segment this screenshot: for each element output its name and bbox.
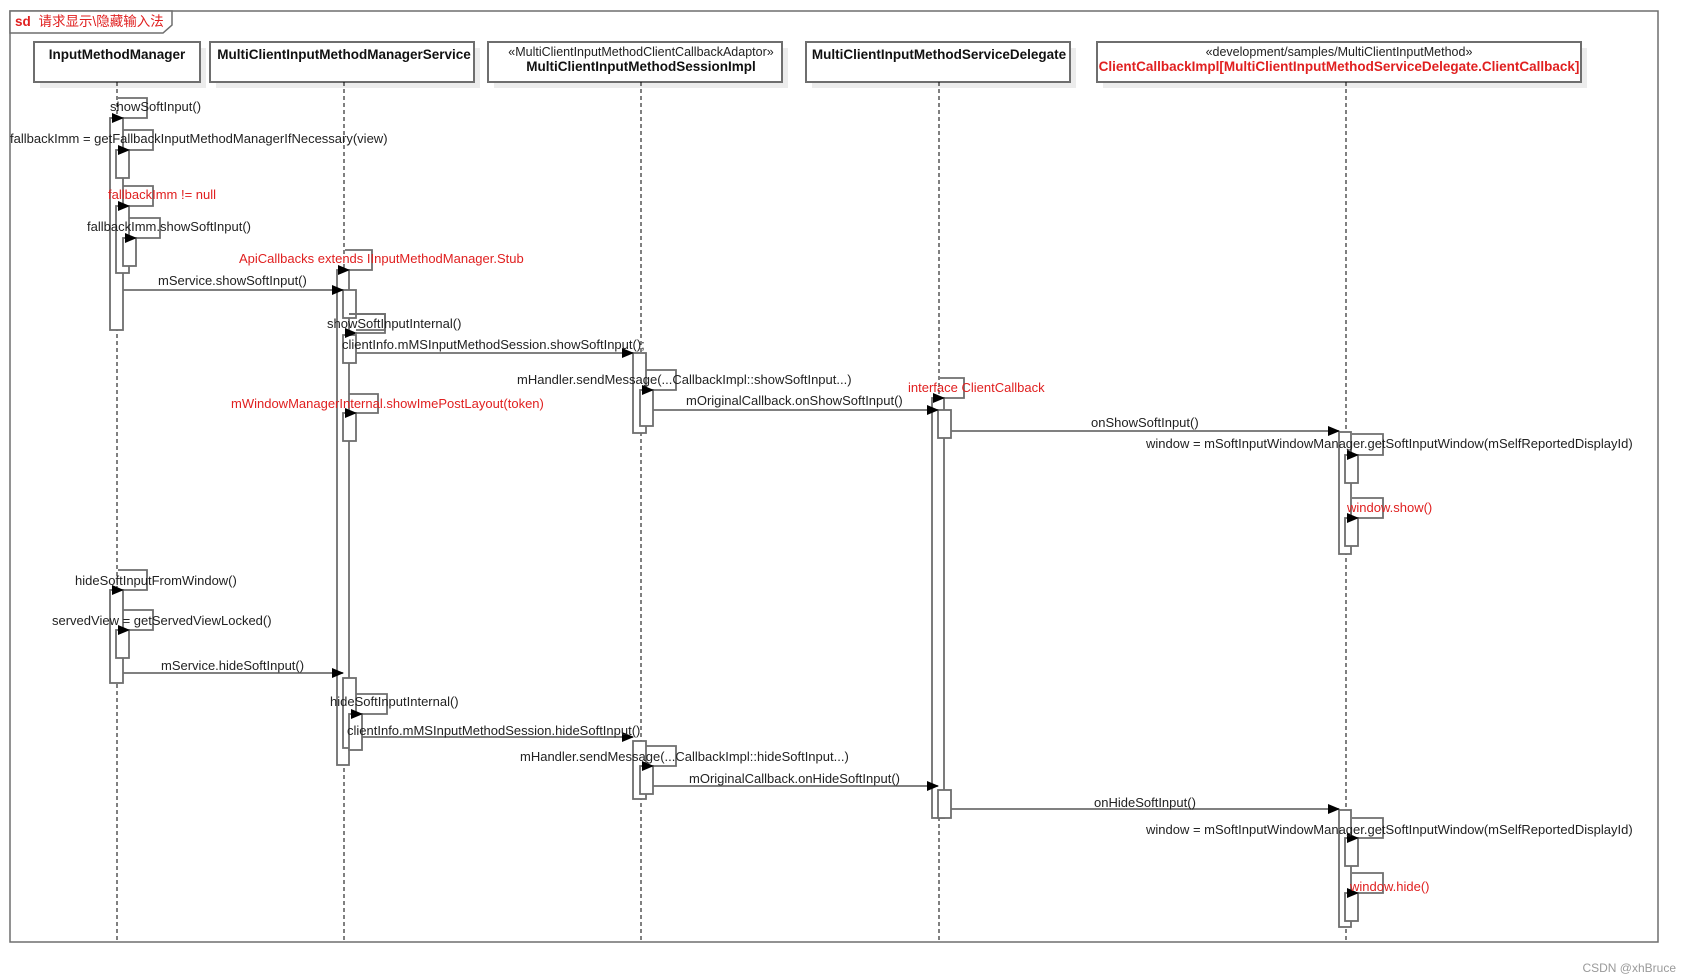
frame-title: sd 请求显示\隐藏输入法 <box>15 14 164 29</box>
message-label: showSoftInput() <box>110 99 201 114</box>
lifeline-box-service-delegate[interactable] <box>805 41 1071 83</box>
message-label: window = mSoftInputWindowManager.getSoft… <box>1145 436 1633 451</box>
lifeline-label: ClientCallbackImpl[MultiClientInputMetho… <box>1099 59 1580 74</box>
message-label: fallbackImm != null <box>108 187 216 202</box>
lifeline-box-session-impl[interactable] <box>487 41 783 83</box>
frame-title-tab <box>9 10 173 34</box>
message-label: mHandler.sendMessage(...CallbackImpl::sh… <box>517 372 852 387</box>
message-label: onHideSoftInput() <box>1094 795 1196 810</box>
message-label: window.show() <box>1346 500 1432 515</box>
message-label: servedView = getServedViewLocked() <box>52 613 272 628</box>
message-label: hideSoftInputInternal() <box>330 694 459 709</box>
lifeline-box-input-method-manager[interactable] <box>33 41 201 83</box>
message-label: window.hide() <box>1349 879 1430 894</box>
message-label: fallbackImm.showSoftInput() <box>87 219 251 234</box>
lifeline-label: MultiClientInputMethodSessionImpl <box>526 59 756 74</box>
lifeline-label: MultiClientInputMethodManagerService <box>217 47 471 62</box>
message-label: window = mSoftInputWindowManager.getSoft… <box>1145 822 1633 837</box>
message-label: fallbackImm = getFallbackInputMethodMana… <box>10 131 388 146</box>
lifeline-box-manager-service[interactable] <box>209 41 475 83</box>
lifeline-label: MultiClientInputMethodServiceDelegate <box>812 47 1067 62</box>
watermark: CSDN @xhBruce <box>1582 961 1676 975</box>
sequence-frame: sd 请求显示\隐藏输入法 <box>9 10 1659 943</box>
lifeline-box-client-callback-impl[interactable] <box>1096 41 1582 83</box>
message-label: hideSoftInputFromWindow() <box>75 573 237 588</box>
call-arrows <box>123 285 1340 814</box>
lifeline-stereotype: «development/samples/MultiClientInputMet… <box>1206 45 1473 59</box>
lifeline-headers: InputMethodManager MultiClientInputMetho… <box>33 41 1587 88</box>
message-label: mHandler.sendMessage(...CallbackImpl::hi… <box>520 749 849 764</box>
message-label: mService.hideSoftInput() <box>161 658 304 673</box>
lifeline-stereotype: «MultiClientInputMethodClientCallbackAda… <box>508 45 773 59</box>
message-label: showSoftInputInternal() <box>327 316 461 331</box>
message-label: onShowSoftInput() <box>1091 415 1199 430</box>
message-label: clientInfo.mMSInputMethodSession.showSof… <box>342 337 645 352</box>
message-label: clientInfo.mMSInputMethodSession.hideSof… <box>347 723 640 738</box>
message-label: mService.showSoftInput() <box>158 273 307 288</box>
message-label: interface ClientCallback <box>908 380 1045 395</box>
message-label: ApiCallbacks extends IInputMethodManager… <box>239 251 524 266</box>
message-labels: showSoftInput() fallbackImm = getFallbac… <box>10 99 1633 894</box>
message-label: mOriginalCallback.onShowSoftInput() <box>686 393 903 408</box>
lifeline-label: InputMethodManager <box>49 47 186 62</box>
self-messages <box>112 97 1384 898</box>
message-label: mWindowManagerInternal.showImePostLayout… <box>231 396 544 411</box>
lifeline-dashes <box>116 82 1347 942</box>
message-label: mOriginalCallback.onHideSoftInput() <box>689 771 900 786</box>
